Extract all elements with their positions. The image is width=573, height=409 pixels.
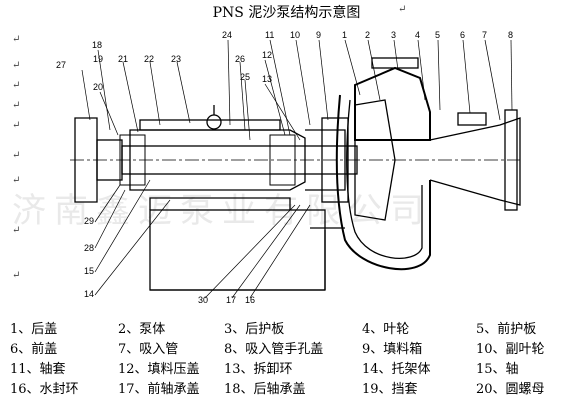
return-mark: ↵ [12,34,21,45]
callout-12: 12 [262,50,272,60]
callout-27: 27 [56,60,66,70]
callout-10: 10 [290,30,300,40]
callout-8: 8 [508,30,513,40]
callout-16: 16 [245,295,255,305]
callout-21: 21 [118,54,128,64]
callout-29: 29 [84,216,94,226]
legend-item: 8、吸入管手孔盖 [224,342,324,357]
callout-26: 26 [235,54,245,64]
callout-7: 7 [482,30,487,40]
callout-4: 4 [415,30,420,40]
legend-item: 5、前护板 [476,322,537,337]
callout-15: 15 [84,266,94,276]
legend-item: 1、后盖 [10,322,58,337]
legend-item: 20、圆螺母 [476,382,545,397]
callout-14: 14 [84,289,94,299]
legend-item: 3、后护板 [224,322,285,337]
callout-25: 25 [240,72,250,82]
legend-item: 17、前轴承盖 [118,382,200,397]
return-mark: ↵ [12,150,21,161]
legend-item: 12、填料压盖 [118,362,200,377]
pump-structure-drawing: 1 2 3 4 5 6 7 8 9 10 11 12 13 14 15 16 1… [56,30,521,305]
legend-item: 16、水封环 [10,382,79,397]
return-mark: ↵ [12,225,21,236]
callout-5: 5 [435,30,440,40]
callout-3: 3 [391,30,396,40]
diagram-title: PNS 泥沙泵结构示意图 [212,5,361,21]
legend-item: 4、叶轮 [362,322,410,337]
callout-2: 2 [365,30,370,40]
legend-item: 14、托架体 [362,362,431,377]
return-mark: ↵ [12,100,21,111]
callout-23: 23 [171,54,181,64]
callout-20: 20 [93,82,103,92]
legend-item: 13、拆卸环 [224,362,293,377]
return-mark: ↵ [398,4,407,15]
callout-22: 22 [144,54,154,64]
legend-item: 2、泵体 [118,322,166,337]
callout-13: 13 [262,74,272,84]
callout-17: 17 [226,295,236,305]
callout-11: 11 [265,30,274,40]
legend-item: 6、前盖 [10,342,58,357]
return-mark: ↵ [12,80,21,91]
callout-6: 6 [460,30,465,40]
legend-item: 19、挡套 [362,382,418,397]
legend-item: 15、轴 [476,362,519,377]
callout-9: 9 [316,30,321,40]
return-mark: ↵ [12,175,21,186]
legend-item: 9、填料箱 [362,342,423,357]
return-mark: ↵ [12,60,21,71]
callout-18: 18 [92,40,102,50]
callout-19: 19 [93,54,103,64]
return-mark: ↵ [12,120,21,131]
parts-legend: 1、后盖 2、泵体 3、后护板 4、叶轮 5、前护板 6、前盖 7、吸入管 8、… [0,312,573,409]
callout-1: 1 [342,30,347,40]
legend-item: 10、副叶轮 [476,342,545,357]
return-mark: ↵ [12,270,21,281]
callout-24: 24 [222,30,232,40]
callout-28: 28 [84,243,94,253]
callout-30: 30 [198,295,208,305]
legend-item: 11、轴套 [10,362,66,377]
legend-item: 18、后轴承盖 [224,382,306,397]
legend-item: 7、吸入管 [118,342,179,357]
